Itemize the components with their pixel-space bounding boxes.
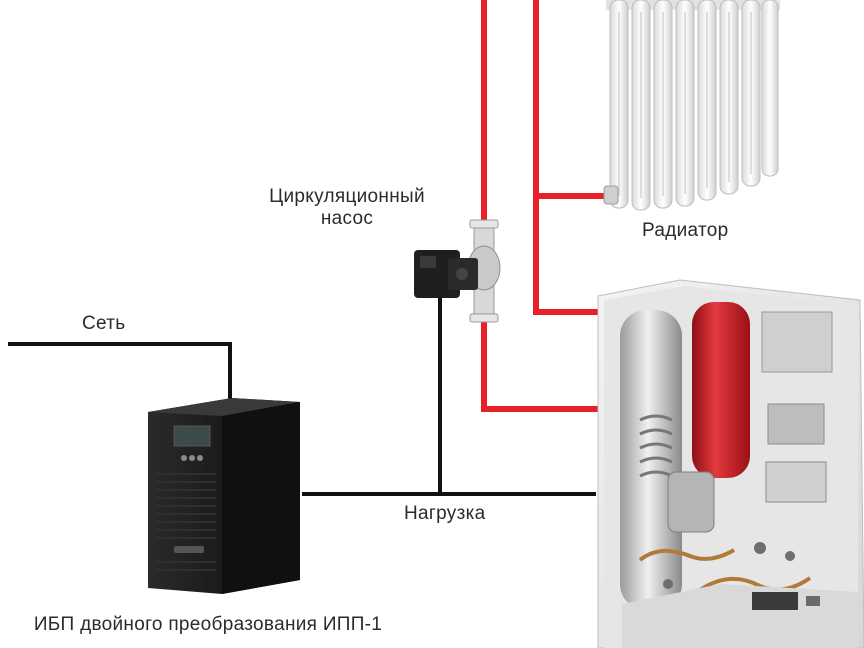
grid-cable — [8, 342, 232, 402]
gas-boiler-icon — [597, 279, 864, 648]
load-label: Нагрузка — [404, 503, 486, 524]
pump-label: Циркуляционный насос — [269, 186, 425, 229]
radiator-icon — [603, 0, 780, 211]
power-cables — [8, 298, 596, 496]
grid-label: Сеть — [82, 313, 126, 334]
ups-unit-icon — [148, 398, 300, 594]
radiator-label: Радиатор — [642, 220, 729, 241]
hot-water-pipes — [481, 0, 615, 412]
circulation-pump-icon — [414, 219, 501, 323]
ups-label: ИБП двойного преобразования ИПП-1 — [33, 614, 383, 635]
